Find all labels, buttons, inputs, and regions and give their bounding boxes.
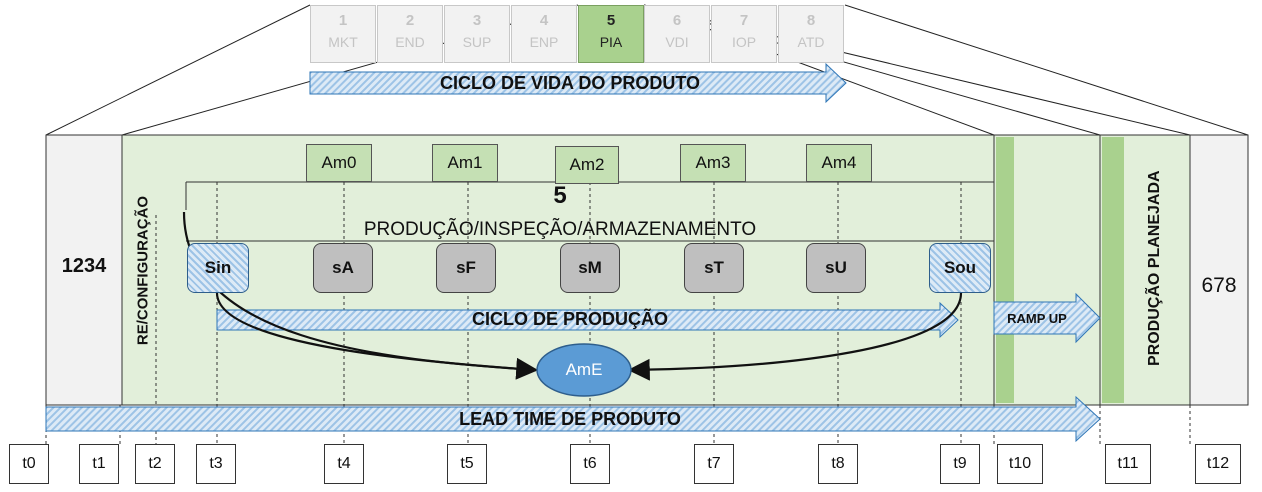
ramp-up-label: RAMP UP (1007, 311, 1067, 326)
stage-number: 2 (405, 12, 415, 29)
stage-number: 4 (539, 12, 549, 29)
lifecycle-label: CICLO DE VIDA DO PRODUTO (439, 73, 700, 93)
sample-am4: Am4 (806, 144, 872, 182)
sample-am3: Am3 (680, 144, 746, 182)
stage-code: SUP (462, 34, 492, 50)
stage-number: 8 (806, 12, 816, 29)
stage-code: ATD (797, 34, 825, 50)
storage-ellipse (536, 343, 632, 397)
stage-code: MKT (328, 34, 358, 50)
station-su: sU (806, 243, 866, 293)
time-t11: t11 (1105, 444, 1151, 484)
left-gray-panel (45, 134, 123, 406)
time-t9: t9 (940, 444, 980, 484)
station-sou: Sou (929, 243, 991, 293)
stage-number: 3 (472, 12, 482, 29)
stage-code: END (395, 34, 425, 50)
station-sa: sA (313, 243, 373, 293)
storage-label: AmE (565, 360, 603, 379)
time-t0: t0 (9, 444, 49, 484)
left-block-label: 1234 (61, 255, 107, 277)
station-sf: sF (436, 243, 496, 293)
time-t6: t6 (570, 444, 610, 484)
sample-am1: Am1 (432, 144, 498, 182)
planned-production-label: PRODUÇÃO PLANEJADA (1146, 170, 1163, 366)
lifecycle-arrow (309, 62, 847, 104)
stage-code: ENP (529, 34, 559, 50)
time-t7: t7 (694, 444, 734, 484)
ramp-stripe (996, 137, 1014, 403)
phase-number: 5 (553, 182, 567, 209)
time-t8: t8 (818, 444, 858, 484)
stage-code: PIA (599, 34, 623, 50)
ramp-up-arrow (993, 292, 1101, 344)
time-t4: t4 (324, 444, 364, 484)
station-st: sT (684, 243, 744, 293)
stage-number: 1 (338, 12, 348, 29)
sample-am2: Am2 (555, 146, 619, 184)
stage-code: VDI (665, 34, 689, 50)
right-gray-panel (1189, 134, 1249, 406)
right-block-label: 678 (1201, 274, 1237, 297)
stage-number: 6 (672, 12, 682, 29)
stage-number: 7 (739, 12, 749, 29)
time-t1: t1 (79, 444, 119, 484)
production-cycle-arrow (216, 301, 959, 339)
lead-time-label: LEAD TIME DE PRODUTO (459, 409, 681, 429)
production-cycle-label: CICLO DE PRODUÇÃO (471, 309, 668, 329)
reconfiguration-label: RE/CONFIGURAÇÃO (134, 195, 152, 346)
stage-number: 5 (606, 12, 616, 29)
planned-stripe (1102, 137, 1124, 403)
time-t2: t2 (135, 444, 175, 484)
time-t12: t12 (1195, 444, 1241, 484)
lead-time-arrow (45, 395, 1101, 443)
time-t5: t5 (447, 444, 487, 484)
time-t3: t3 (196, 444, 236, 484)
station-sm: sM (560, 243, 620, 293)
sample-am0: Am0 (306, 144, 372, 182)
time-t10: t10 (997, 444, 1043, 484)
station-sin: Sin (187, 243, 249, 293)
phase-title: PRODUÇÃO/INSPEÇÃO/ARMAZENAMENTO (363, 219, 757, 240)
stage-code: IOP (731, 34, 757, 50)
